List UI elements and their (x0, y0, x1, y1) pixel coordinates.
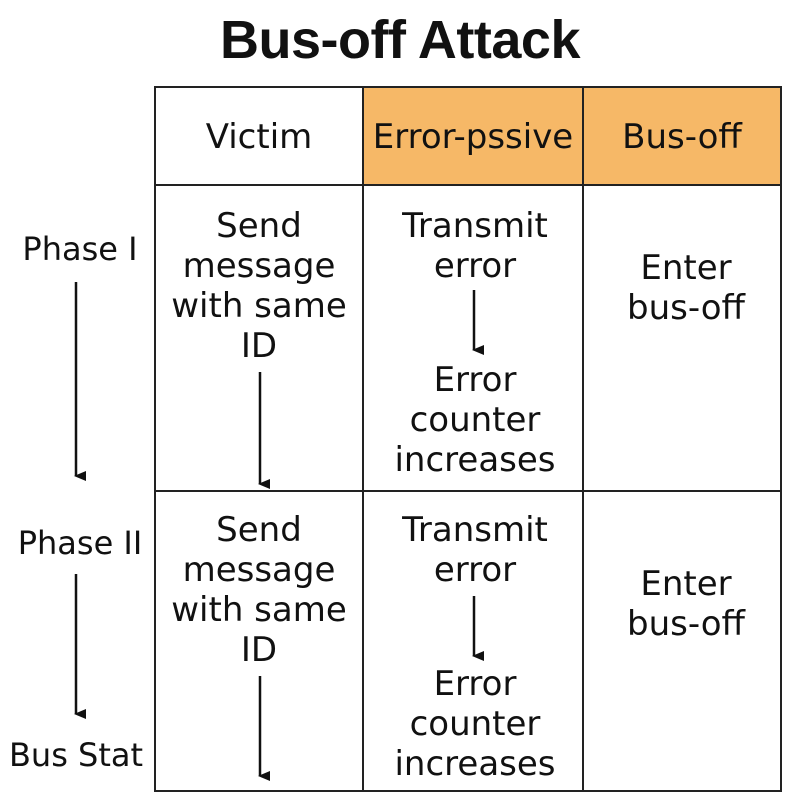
row1-error-counter-text: Error counter increases (394, 360, 556, 480)
column-divider (582, 88, 584, 790)
page-title: Bus-off Attack (219, 10, 581, 70)
header-error-passive: Error-pssive (372, 117, 574, 157)
phase-2-label: Phase II (17, 524, 143, 562)
header-highlight-bus-off (584, 88, 780, 186)
row2-victim-text: Send message with same ID (171, 510, 347, 670)
header-victim: Victim (205, 117, 313, 157)
row2-bus-off-text: Enter bus-off (627, 564, 745, 644)
bus-state-label: Bus Stat (8, 736, 144, 774)
row2-error-counter-text: Error counter increases (394, 664, 556, 784)
attack-table: Victim Error-pssive Bus-off Send message… (154, 86, 782, 792)
row2-error-transmit-text: Transmit error (402, 510, 548, 590)
column-divider (362, 88, 364, 790)
row1-bus-off-text: Enter bus-off (627, 248, 745, 328)
row-divider (156, 184, 780, 186)
phase-1-label: Phase I (22, 230, 138, 268)
row1-victim-text: Send message with same ID (171, 206, 347, 366)
header-highlight-error-passive (364, 88, 584, 186)
header-bus-off: Bus-off (622, 117, 742, 157)
row1-error-transmit-text: Transmit error (402, 206, 548, 286)
row-divider (156, 490, 780, 492)
